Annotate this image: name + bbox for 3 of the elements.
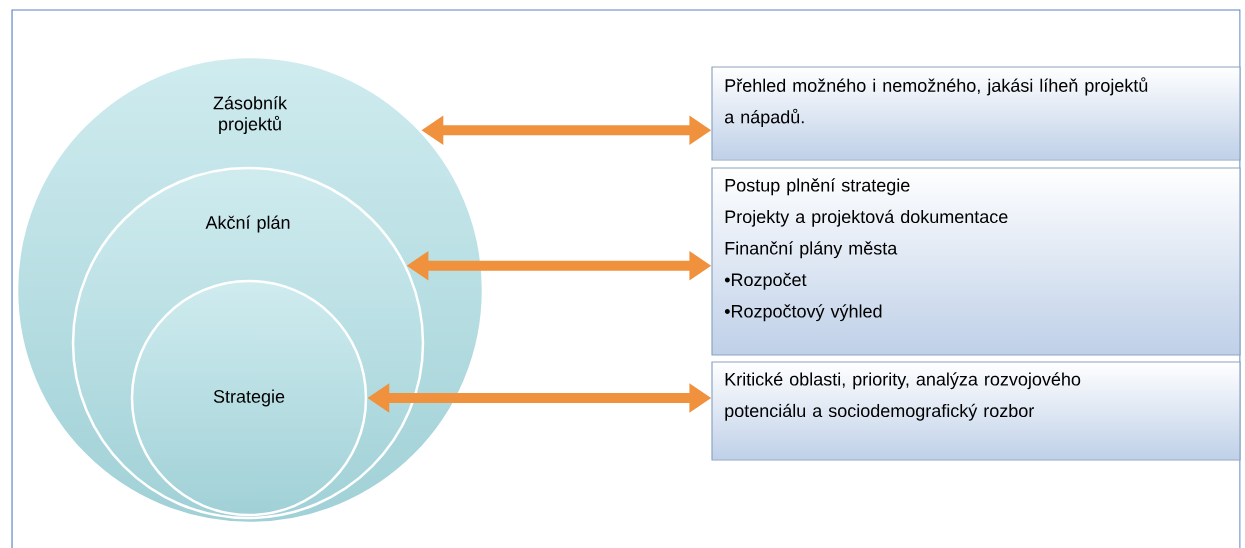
text-box: Kritické oblasti, priority, analýza rozvojového potenciálu a sociodemografický rozbor [711,361,1241,461]
text-box: Přehled možného i nemožného, jakási líheň projektů a nápadů. [711,66,1241,161]
text-box: Postup plnění strategie Projekty a projektová dokumentace Finanční plány města •Rozpočet •Rozpočtový výhled [711,167,1241,356]
